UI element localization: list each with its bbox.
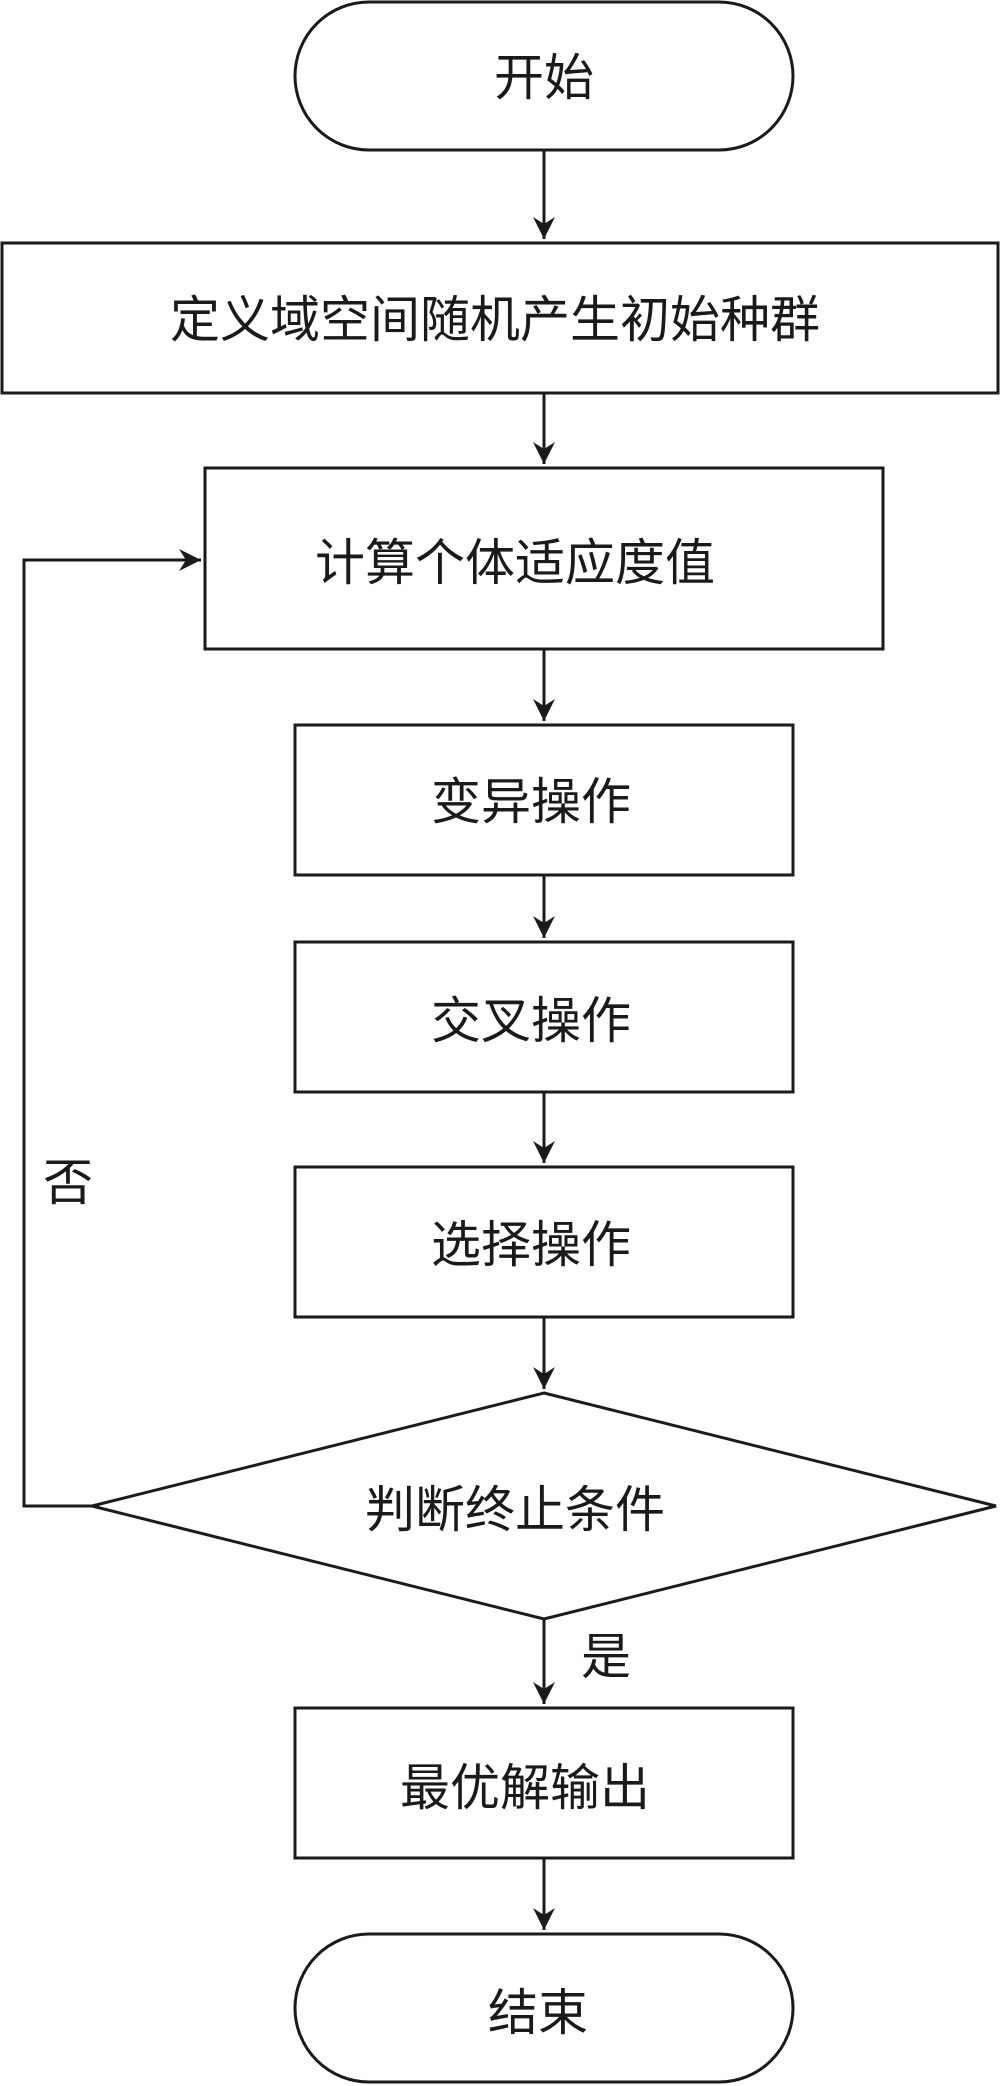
crossover-label: 交叉操作 bbox=[431, 992, 631, 1050]
edge-label-yes: 是 bbox=[581, 1628, 631, 1686]
crossover-node: 交叉操作 bbox=[293, 940, 795, 1094]
selection-node: 选择操作 bbox=[293, 1165, 795, 1319]
arrow-decision-no-loop-to-fitness bbox=[22, 549, 201, 1508]
output-label: 最优解输出 bbox=[400, 1759, 650, 1817]
termination-label: 判断终止条件 bbox=[365, 1481, 665, 1539]
selection-label: 选择操作 bbox=[431, 1216, 631, 1274]
mutation-label: 变异操作 bbox=[431, 773, 631, 831]
output-node: 最优解输出 bbox=[293, 1706, 795, 1860]
fitness-node: 计算个体适应度值 bbox=[203, 466, 885, 651]
init-population-node: 定义域空间随机产生初始种群 bbox=[0, 241, 1000, 395]
edge-label-no: 否 bbox=[43, 1154, 93, 1212]
termination-decision-node: 判断终止条件 bbox=[91, 1391, 997, 1621]
fitness-label: 计算个体适应度值 bbox=[315, 534, 715, 592]
start-label: 开始 bbox=[494, 49, 594, 107]
init-population-label: 定义域空间随机产生初始种群 bbox=[170, 291, 820, 349]
start-node: 开始 bbox=[293, 0, 795, 152]
end-node: 结束 bbox=[293, 1932, 795, 2084]
mutation-node: 变异操作 bbox=[293, 723, 795, 877]
end-label: 结束 bbox=[488, 1984, 588, 2042]
